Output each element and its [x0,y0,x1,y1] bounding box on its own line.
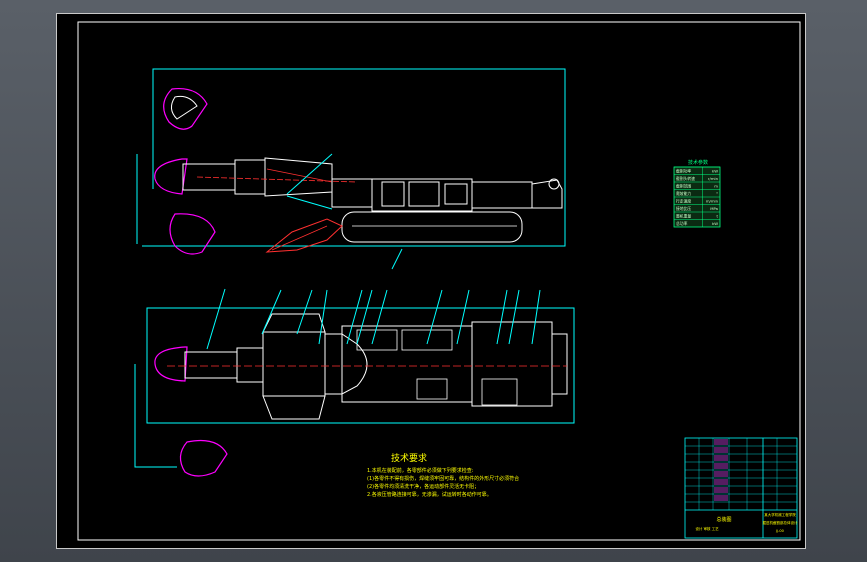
parameter-table: 技术参数 截割功率 kW 截割头转速 r/min 截割范围 m 爬坡能力 ° 行走速度 m/min… [673,159,721,228]
crawler-track [341,211,523,243]
tb-grid-cell [714,455,728,461]
tb-grid-cell [714,447,728,453]
side-view [136,68,566,270]
top-turret [262,331,326,397]
tech-req-title: 技术要求 [391,452,427,464]
tb-grid-cell [714,479,728,485]
param-row-unit: m [714,184,718,189]
param-row-unit: kW [712,221,718,226]
tech-req-line-1: 1.本机在装配前，各零部件必须做下列要求检查: [367,467,474,474]
leader-8 [426,289,443,345]
title-block-grid [685,438,797,510]
param-table-rows: 截割功率 kW 截割头转速 r/min 截割范围 m 爬坡能力 ° 行走速度 m/min 接地比压 M… [674,166,720,227]
leader-11 [508,289,520,345]
param-row-name: 爬坡能力 [676,191,691,196]
top-frame-box-2 [401,329,453,351]
param-row-name: 总功率 [676,221,688,226]
param-row-name: 接地比压 [676,206,691,211]
boom-cylinder-line-1 [286,153,333,195]
leader-4 [318,289,328,345]
top-view-dimension-envelope [146,307,575,424]
technical-requirements: 技术要求 1.本机在装配前，各零部件必须做下列要求检查: (1)各零件不得有损伤… [367,452,519,498]
param-row-unit: r/min [708,176,719,181]
tech-req-line-3: (2)各零件均须清洗干净，各运动部件灵活无卡阻； [367,483,479,490]
boom-cylinder-line-2 [286,195,333,210]
cutting-arm-telescopic [264,157,333,197]
cutting-arm-motor [234,159,266,195]
tech-req-line-2: (1)各零件不得有损伤，焊缝须牢固可靠，结构件的外形尺寸必须符合 [367,475,519,482]
frame-panel-2 [408,181,440,207]
leader-7 [371,289,388,345]
top-main-frame [341,325,473,403]
frame-panel-3 [444,183,468,205]
tb-grid-cell [714,495,728,501]
cutter-head-lower-position [169,213,216,255]
gathering-loader [265,218,343,253]
tb-school: 某大学机械工程学院 [764,512,796,517]
title-block: 总装图 设计 审核 工艺 某大学机械工程学院 掘进机截割部总体设计 JJ-00 [684,437,798,539]
tb-grid-cell [714,471,728,477]
top-cutter-head-swing [179,439,228,477]
param-row-unit: ° [716,191,718,196]
tb-grid-cell [714,487,728,493]
loader-line [271,225,328,251]
title-block-frame [684,437,798,539]
rear-body [471,181,533,209]
leader-1 [206,288,226,350]
top-cutter-head [154,346,188,382]
drawing-sheet[interactable]: 技术要求 1.本机在装配前，各零部件必须做下列要求检查: (1)各零件不得有损伤… [56,13,806,549]
param-row-name: 行走速度 [676,199,691,204]
leader-12 [531,289,541,345]
rear-end [531,179,563,209]
leader-10 [496,289,508,345]
top-cutting-motor [236,347,264,383]
leader-3 [296,289,313,335]
top-slewing-table [324,333,368,395]
param-row-name: 截割头转速 [676,176,695,181]
param-table-title: 技术参数 [688,159,708,166]
cutter-head-upper-inner [171,95,198,120]
top-conveyor-tail [551,333,568,395]
turret [331,178,373,208]
side-view-dimension-envelope [142,68,566,247]
leader-5 [346,289,363,345]
leader-9 [456,289,470,345]
top-cutting-arm [184,351,238,379]
param-row-name: 截割功率 [676,169,691,174]
tb-drawing-name: 总装图 [716,516,731,523]
param-row-unit: MPa [710,206,718,211]
tb-project: 掘进机截割部总体设计 [763,520,798,525]
param-row-unit: kW [712,169,718,174]
cutter-head-middle-position [154,158,188,195]
tb-grid-cell [714,439,728,445]
cutting-arm-link [266,168,333,183]
cutter-head-upper-position [163,87,208,130]
top-frame-box-3 [416,378,448,400]
top-front-shovel-lower [262,395,326,420]
top-front-shovel-upper [262,313,326,333]
drawing-frame [77,21,801,541]
tb-grid-cell [714,463,728,469]
tech-req-line-4: 2.各液压管路连接可靠，无渗漏，试运转时各动作可靠。 [367,491,492,498]
top-rear-body [471,321,553,407]
rear-pivot [548,178,560,190]
drawing-canvas: 技术要求 1.本机在装配前，各零部件必须做下列要求检查: (1)各零件不得有损伤… [77,21,801,541]
top-frame-box-1 [356,329,398,351]
frame-panel-1 [381,181,405,207]
param-row-name: 截割范围 [676,184,691,189]
tb-drawing-no: JJ-00 [775,529,784,533]
cutting-arm-centerline [196,176,358,183]
top-pump-station [481,378,518,406]
param-row-unit: m/min [706,199,719,204]
top-view [134,288,575,477]
side-view-leader [391,248,403,270]
param-row-name: 整机重量 [676,214,691,219]
leader-2 [261,289,282,335]
top-view-side-dim [134,364,177,468]
leader-6 [356,289,373,345]
tb-designer-row: 设计 审核 工艺 [695,526,719,531]
param-row-unit: t [717,214,719,219]
